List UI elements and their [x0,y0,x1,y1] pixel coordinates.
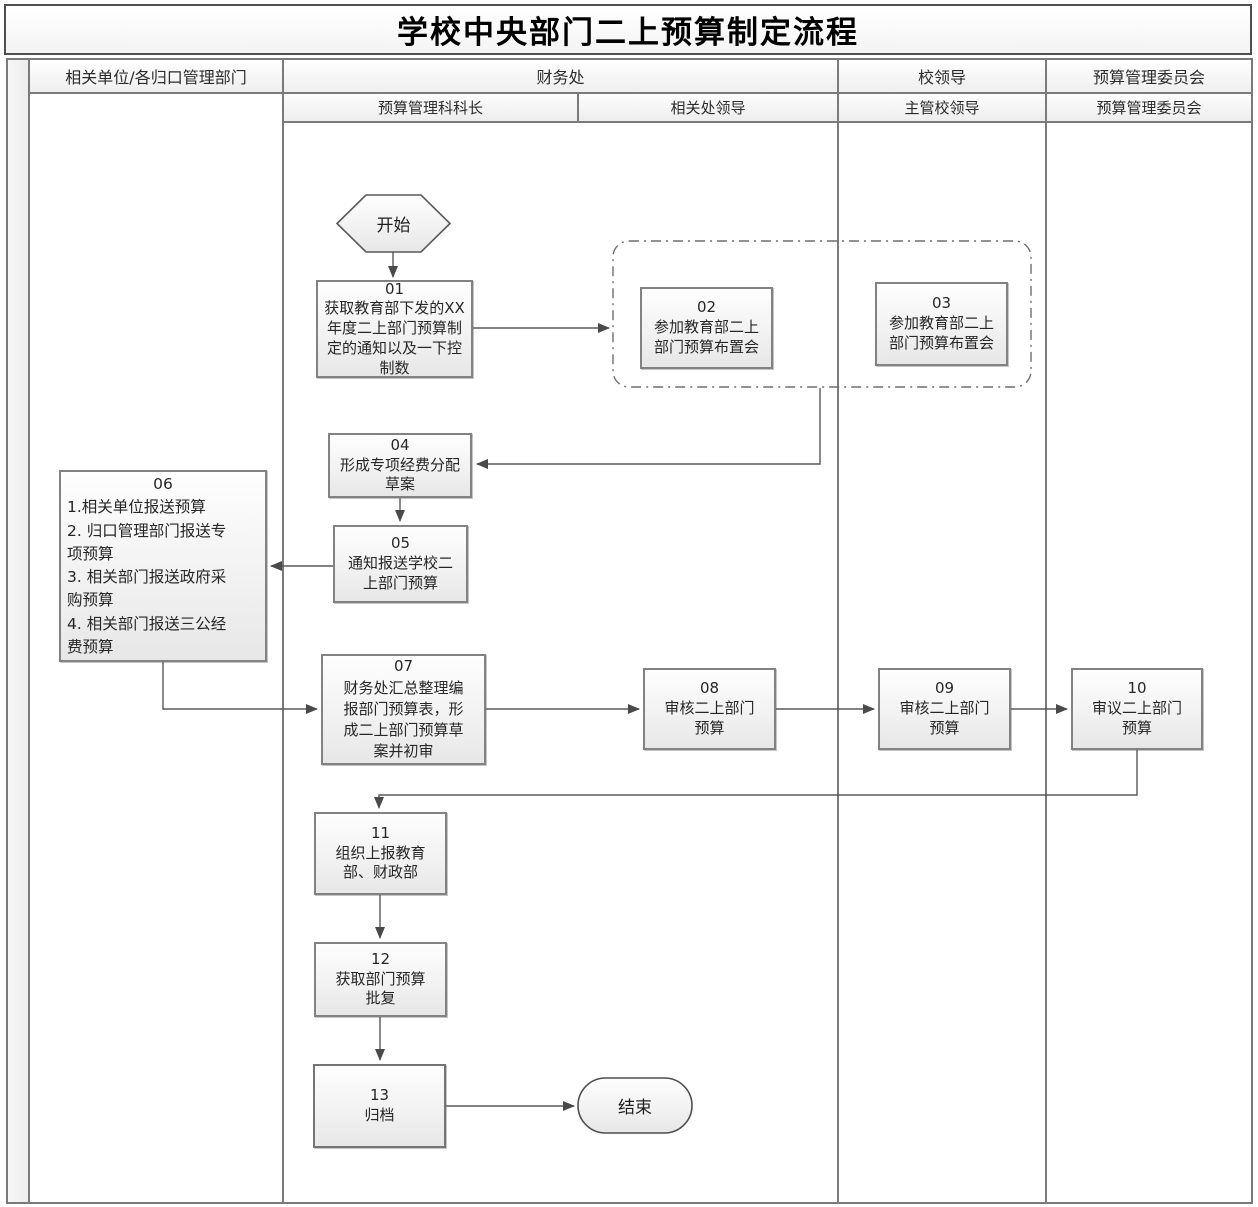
flow-step-12: 12 获取部门预算 批复 [314,942,447,1017]
step-label: 形成专项经费分配 草案 [339,455,460,494]
end-node-label: 结束 [618,1098,652,1118]
step-label: 通知报送学校二 上部门预算 [347,554,453,592]
step-number: 05 [390,534,411,553]
meeting-group-dashed-box [612,240,1032,388]
flow-step-11: 11 组织上报教育 部、财政部 [314,812,447,895]
lane-subheader-row-background [283,93,1252,122]
end-node-shape [577,1077,693,1134]
step-number: 08 [699,679,720,698]
step-number: 03 [931,294,952,313]
flow-step-09: 09 审核二上部门 预算 [878,668,1011,750]
step-number: 06 [153,475,173,493]
subheader-related-office-leader: 相关处领导 [670,99,746,117]
step-number: 04 [390,435,410,454]
subheader-budget-section-chief: 预算管理科科长 [377,99,483,117]
step-number: 12 [370,949,391,968]
lane-header-finance-office: 财务处 [536,68,585,87]
step-label: 获取教育部下发的XX 年度二上部门预算制 定的通知以及一下控 制数 [324,299,465,377]
step-number: 09 [934,679,955,698]
flow-step-01: 01 获取教育部下发的XX 年度二上部门预算制 定的通知以及一下控 制数 [316,280,473,378]
subheader-responsible-school-leader: 主管校领导 [904,99,980,117]
flow-step-02: 02 参加教育部二上 部门预算布置会 [640,287,773,369]
lane-header-related-units: 相关单位/各归口管理部门 [65,68,247,87]
step-number: 13 [369,1086,390,1105]
lane-header-budget-committee: 预算管理委员会 [1092,68,1205,87]
flow-connectors [162,252,1138,1111]
connector-group-to-04 [476,388,821,469]
flow-step-05: 05 通知报送学校二 上部门预算 [333,525,468,603]
step-label: 参加教育部二上 部门预算布置会 [888,314,994,352]
flow-step-13: 13 归档 [313,1064,446,1148]
step-label: 审议二上部门 预算 [1091,699,1182,737]
step-label: 审核二上部门 预算 [899,699,990,737]
connector-06-to-07 [162,662,318,714]
start-node-shape [335,194,452,253]
flow-step-08: 08 审核二上部门 预算 [643,668,776,750]
step-label: 参加教育部二上 部门预算布置会 [653,318,759,356]
step-label: 获取部门预算 批复 [335,969,426,1008]
step-label: 1.相关单位报送预算 2. 归口管理部门报送专 项预算 3. 相关部门报送政府采… [67,498,227,656]
pool-strip [7,59,29,1203]
step-label: 归档 [364,1106,395,1124]
step-label: 组织上报教育 部、财政部 [335,843,426,882]
flow-step-04: 04 形成专项经费分配 草案 [328,433,472,498]
swimlane-grid [6,58,1253,1204]
flow-step-10: 10 审议二上部门 预算 [1071,668,1203,750]
flow-step-03: 03 参加教育部二上 部门预算布置会 [875,282,1008,366]
step-label: 审核二上部门 预算 [664,699,755,737]
step-number: 07 [393,657,414,676]
flow-step-06: 06 1.相关单位报送预算 2. 归口管理部门报送专 项预算 3. 相关部门报送… [59,470,267,662]
step-number: 02 [696,298,717,317]
lane-header-school-leaders: 校领导 [917,68,966,87]
page-title: 学校中央部门二上预算制定流程 [4,4,1252,55]
step-number: 10 [1127,679,1147,698]
lane-header-row-background [29,59,1252,93]
subheader-budget-committee: 预算管理委员会 [1096,99,1202,117]
flow-step-07: 07 财务处汇总整理编 报部门预算表，形 成二上部门预算草 案并初审 [321,654,486,765]
start-node-label: 开始 [376,216,411,236]
step-label: 财务处汇总整理编 报部门预算表，形 成二上部门预算草 案并初审 [343,678,464,761]
connector-10-to-11 [374,750,1138,809]
step-number: 01 [384,279,405,298]
step-number: 11 [370,823,391,842]
